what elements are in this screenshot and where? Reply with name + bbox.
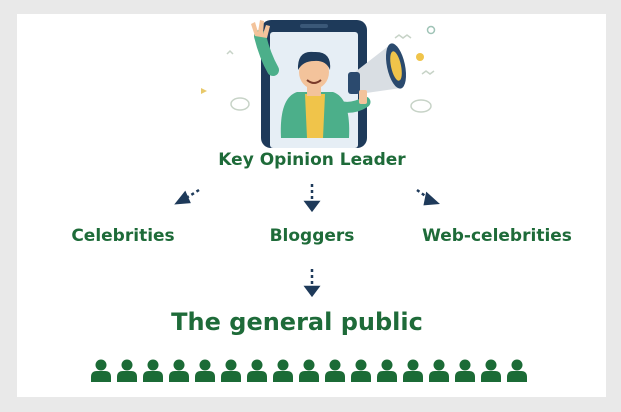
people-icon (403, 359, 423, 382)
arrow-icon (174, 184, 440, 298)
people-icon (247, 359, 267, 382)
people-icon (273, 359, 293, 382)
decoration-icon (201, 25, 436, 113)
bloggers-label: Bloggers (269, 226, 355, 246)
megaphone-icon (348, 43, 407, 104)
people-icon (455, 359, 475, 382)
people-icon (377, 359, 397, 382)
celebrities-label: Celebrities (71, 226, 175, 246)
people-icon (117, 359, 137, 382)
people-icon (221, 359, 241, 382)
people-icon (91, 359, 111, 382)
people-icon (481, 359, 501, 382)
people-row (91, 359, 527, 382)
web-celebrities-label: Web-celebrities (422, 226, 572, 246)
illustration (91, 20, 527, 382)
people-icon (351, 359, 371, 382)
people-icon (299, 359, 319, 382)
key-opinion-leader-label: Key Opinion Leader (218, 150, 406, 170)
people-icon (195, 359, 215, 382)
general-public-label: The general public (171, 308, 423, 336)
people-icon (325, 359, 345, 382)
people-icon (507, 359, 527, 382)
person-icon (251, 20, 371, 138)
dot-icon (416, 53, 424, 61)
people-icon (169, 359, 189, 382)
diagram-card: Key Opinion Leader Celebrities Bloggers … (17, 14, 606, 397)
people-icon (429, 359, 449, 382)
people-icon (143, 359, 163, 382)
